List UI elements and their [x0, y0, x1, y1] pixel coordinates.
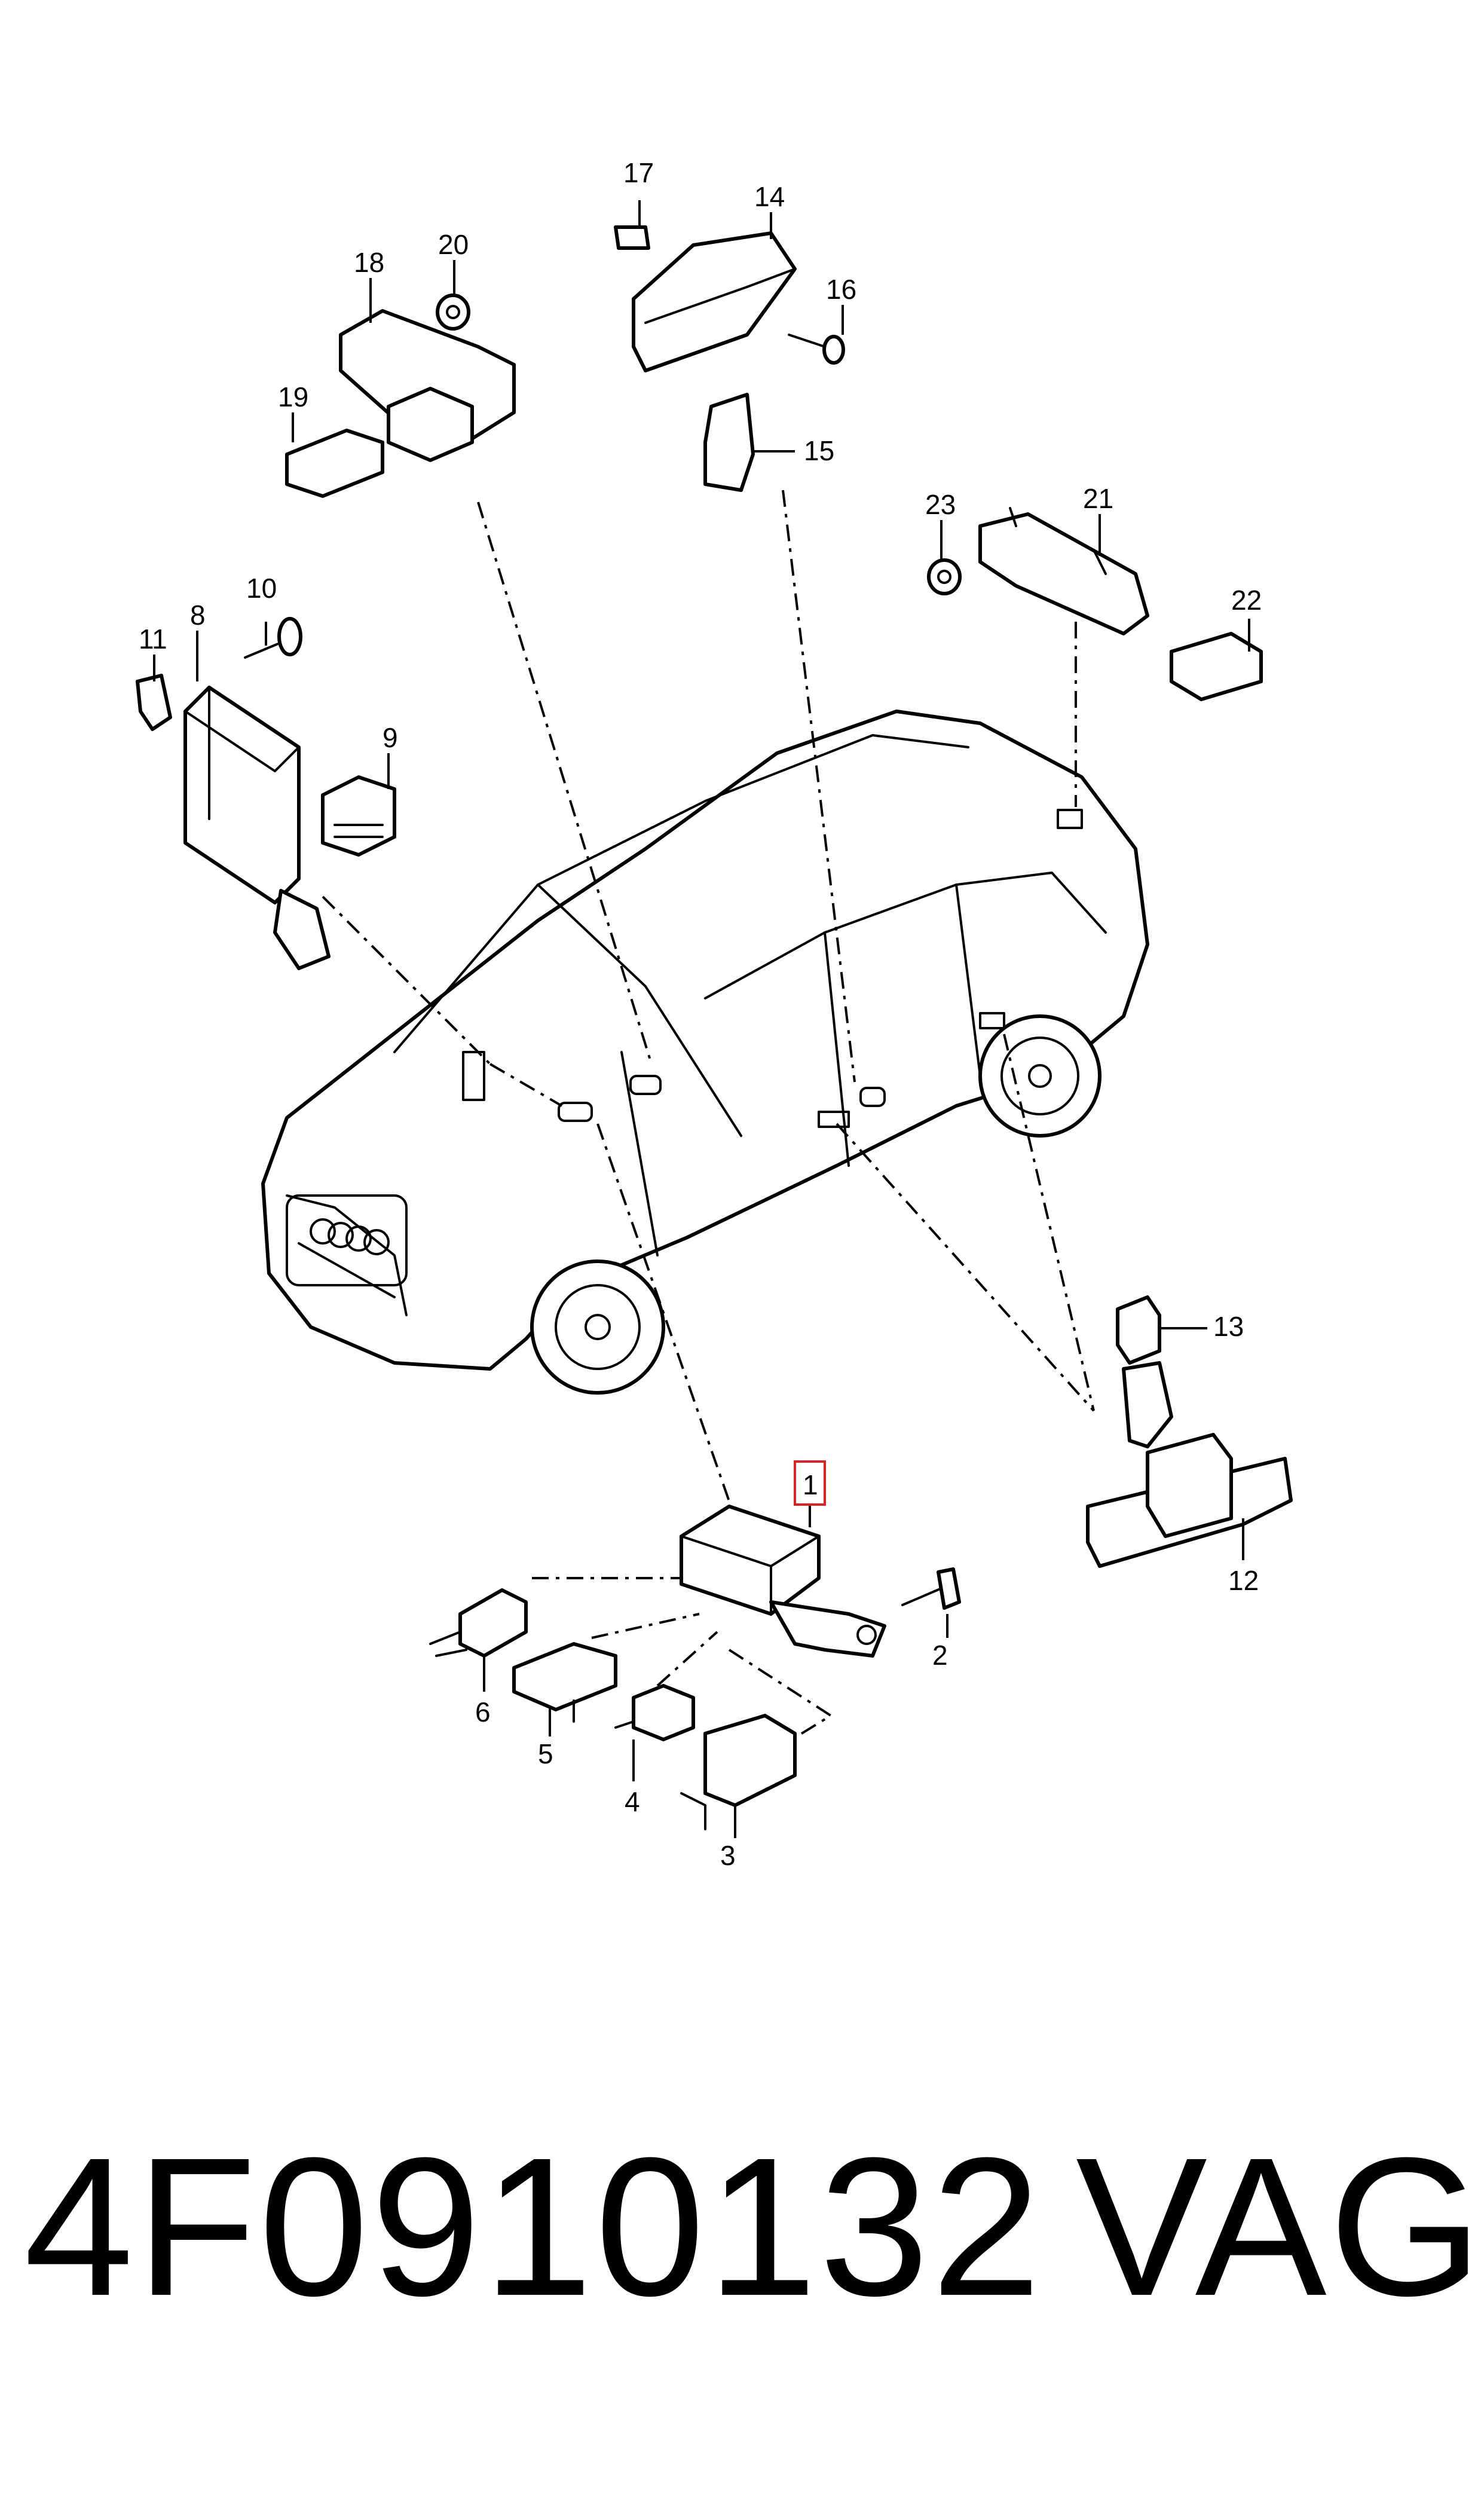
sensor-location-markers — [462, 809, 1083, 1128]
part-18-bracket — [339, 309, 516, 462]
callout-12: 12 — [1228, 1565, 1259, 1596]
part-16-bolt — [788, 334, 845, 365]
callout-16: 16 — [826, 274, 856, 305]
callout-5: 5 — [538, 1738, 553, 1769]
callout-4: 4 — [625, 1786, 640, 1817]
callout-17: 17 — [623, 157, 654, 188]
part-19-connector — [285, 429, 384, 498]
part-17-clip — [614, 225, 650, 250]
part-number-label: 4F0910132 — [24, 2116, 1044, 2337]
highlight-frame-part-1 — [794, 1460, 826, 1506]
part-21-bracket — [978, 507, 1149, 635]
part-20-nut — [436, 294, 470, 331]
part-11-clip — [136, 674, 172, 731]
callout-14: 14 — [754, 181, 785, 212]
part-3-bracket — [680, 1714, 797, 1830]
part-6-connector — [429, 1588, 528, 1658]
callout-15: 15 — [804, 435, 834, 466]
callout-23: 23 — [925, 489, 956, 520]
callout-2: 2 — [932, 1640, 948, 1671]
part-8-module — [183, 686, 331, 970]
part-4-connector — [614, 1684, 695, 1741]
callout-1: 1 — [803, 1469, 818, 1500]
reference-lines — [322, 490, 1095, 1765]
callout-18: 18 — [354, 247, 384, 278]
front-grille — [286, 1194, 408, 1286]
callout-3: 3 — [720, 1840, 736, 1871]
callout-19: 19 — [278, 381, 308, 412]
callout-11: 11 — [139, 623, 167, 655]
part-5-connector — [512, 1642, 617, 1729]
rear-wheel — [978, 1014, 1101, 1138]
part-10-bolt — [244, 617, 302, 659]
callout-13: 13 — [1213, 1311, 1244, 1342]
part-1-control-unit — [680, 1505, 886, 1658]
part-14-bracket — [632, 231, 797, 372]
callout-21: 21 — [1083, 483, 1113, 514]
part-15-connector — [703, 393, 755, 492]
callout-20: 20 — [438, 229, 469, 260]
brand-label: VAG — [1076, 2116, 1484, 2337]
part-2-bolt — [901, 1567, 961, 1610]
vehicle-outline — [261, 710, 1149, 1395]
part-13-connector — [1116, 1295, 1173, 1448]
callout-labels: 1 2 3 4 5 6 8 9 10 11 12 13 14 15 16 17 … — [139, 157, 1262, 1871]
part-9-connector — [321, 775, 396, 857]
part-12-handle — [1086, 1433, 1293, 1568]
callout-6: 6 — [475, 1696, 491, 1728]
callout-8: 8 — [190, 600, 206, 631]
part-22-connector — [1170, 632, 1263, 701]
part-23-nut — [927, 558, 962, 595]
front-wheel — [530, 1259, 665, 1395]
callout-22: 22 — [1231, 585, 1262, 616]
callout-leaders — [153, 200, 1250, 1838]
callout-9: 9 — [383, 722, 398, 753]
callout-10: 10 — [246, 573, 277, 604]
